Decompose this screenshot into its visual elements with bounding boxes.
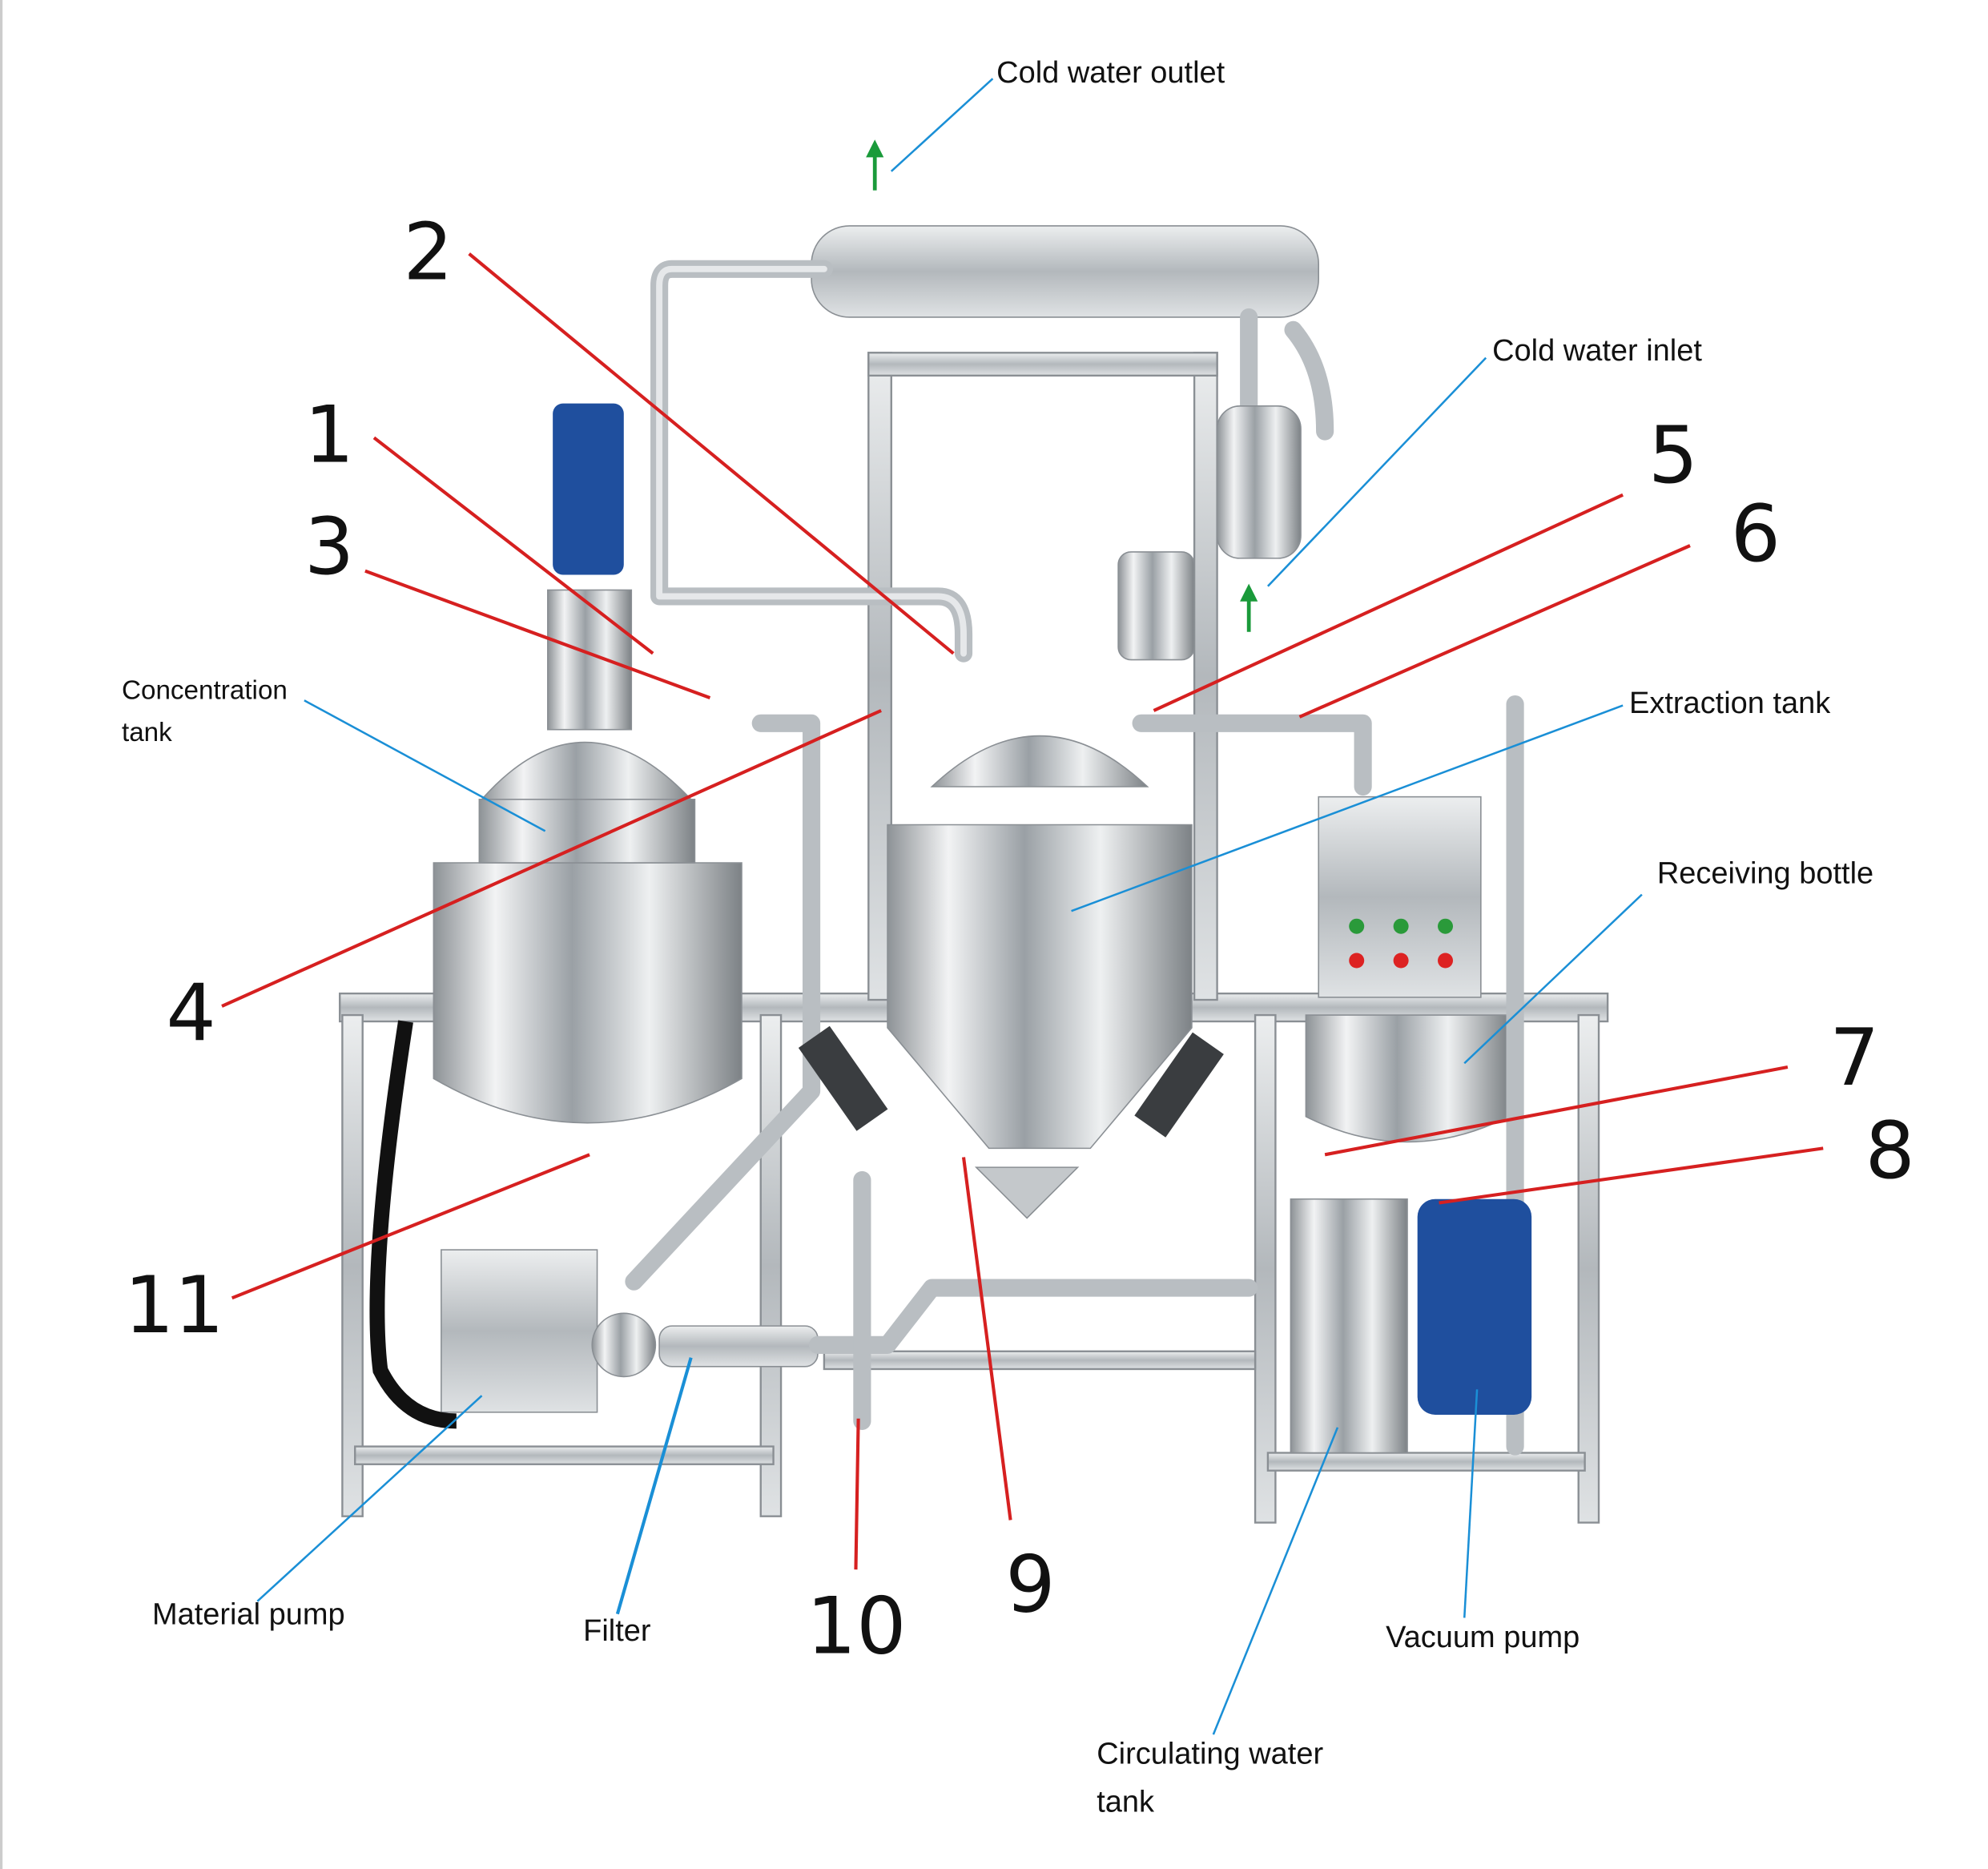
callout-line-cold-water-inlet [1266,356,1487,587]
number-1: 1 [304,389,354,481]
callout-line-vacuum-pump [1463,1389,1479,1618]
callout-line-3 [364,569,711,700]
number-7: 7 [1829,1013,1879,1104]
receiving-bottle [1305,1014,1510,1143]
callout-line-receiving-bottle [1463,893,1643,1065]
callout-line-9 [961,1157,1012,1521]
callout-line-concentration-tank [304,699,546,832]
label-receiving-bottle: Receiving bottle [1657,856,1873,890]
condenser [811,225,1320,318]
vacuum-pump [1417,1198,1532,1415]
callout-line-material-pump [256,1395,483,1602]
callout-line-7 [1324,1065,1789,1157]
label-circulating-water-tank-line1: Circulating water [1097,1738,1323,1771]
cold-water-outlet-arrow-icon [866,139,884,191]
concentration-tank [433,862,742,1124]
extraction-tank [887,824,1193,1150]
material-pump [441,1249,598,1413]
number-8: 8 [1865,1106,1914,1197]
callout-line-circulating-water-tank [1212,1427,1339,1735]
callout-line-5 [1153,493,1624,712]
callout-line-4 [221,709,882,1008]
callout-line-11 [231,1153,590,1300]
number-2: 2 [403,207,453,298]
cold-water-inlet-arrow-icon [1240,583,1258,632]
receiving-bottle-upper [1216,405,1302,559]
callout-line-1 [372,436,654,655]
label-cold-water-outlet: Cold water outlet [996,56,1225,90]
label-concentration-tank-line2: tank [122,718,172,747]
callout-line-8 [1439,1146,1824,1205]
number-11: 11 [124,1260,224,1351]
number-5: 5 [1648,410,1698,501]
label-extraction-tank: Extraction tank [1629,687,1831,720]
label-circulating-water-tank-line2: tank [1097,1786,1155,1819]
callout-line-extraction-tank [1071,704,1624,912]
filter [658,1325,819,1368]
label-vacuum-pump: Vacuum pump [1386,1621,1580,1654]
callout-line-2 [468,252,955,655]
number-9: 9 [1005,1539,1055,1630]
circulating-water-tank [1290,1198,1408,1454]
callout-line-10 [854,1418,860,1570]
label-cold-water-inlet: Cold water inlet [1492,334,1702,368]
callout-line-6 [1298,544,1691,719]
callout-line-cold-water-outlet [890,78,994,172]
number-4: 4 [166,969,215,1060]
number-6: 6 [1731,489,1781,580]
left-border [0,0,3,1869]
callout-line-filter [615,1357,693,1615]
label-material-pump: Material pump [152,1597,345,1631]
label-filter: Filter [583,1614,651,1648]
machine-illustration [339,225,1609,1524]
number-10: 10 [807,1581,907,1673]
number-3: 3 [304,501,354,593]
motor [553,403,624,575]
label-concentration-tank-line1: Concentration [122,676,288,706]
